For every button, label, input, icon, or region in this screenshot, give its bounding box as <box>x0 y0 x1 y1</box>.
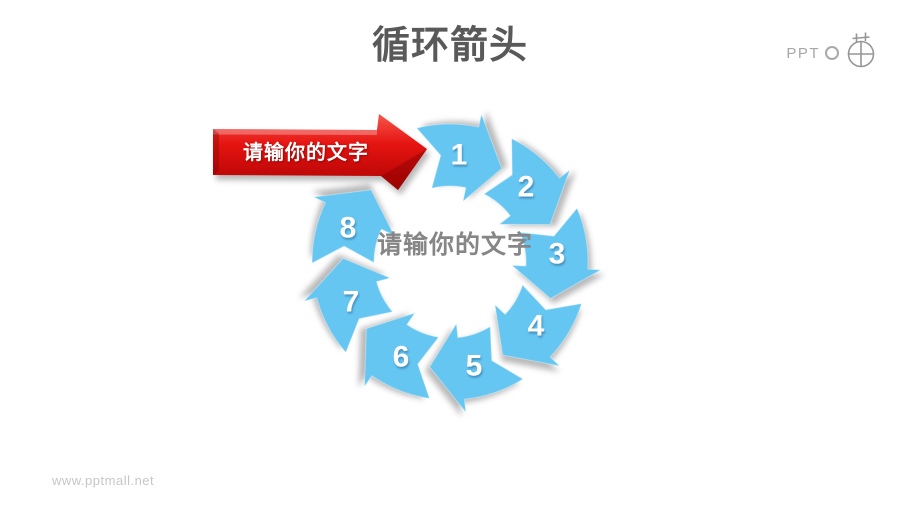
step-number-7: 7 <box>343 286 360 319</box>
banner-arrow: 请输你的文字 <box>213 114 427 190</box>
step-number-4: 4 <box>528 310 545 343</box>
step-number-1: 1 <box>451 139 468 172</box>
banner-arrow-shape <box>213 114 427 190</box>
banner-arrow-top-highlight <box>213 129 377 135</box>
step-number-6: 6 <box>393 341 410 374</box>
watermark: www.pptmall.net <box>52 473 155 488</box>
banner-arrow-left-bevel <box>213 129 219 175</box>
center-placeholder-text: 请输你的文字 <box>377 230 533 259</box>
step-numbers: 1 2 3 4 5 6 7 8 <box>340 139 566 383</box>
step-number-3: 3 <box>549 238 566 271</box>
banner-placeholder-text: 请输你的文字 <box>243 140 369 164</box>
pptmall-logo: PPT <box>786 30 878 70</box>
logo-o-ring-icon <box>825 46 839 60</box>
step-number-8: 8 <box>340 212 357 245</box>
banner-arrow-head-shade <box>381 149 427 190</box>
logo-compass-icon <box>847 32 875 68</box>
step-number-2: 2 <box>518 171 535 204</box>
page-title: 循环箭头 <box>371 25 528 67</box>
logo-text: PPT <box>786 44 820 62</box>
step-number-5: 5 <box>466 350 483 383</box>
